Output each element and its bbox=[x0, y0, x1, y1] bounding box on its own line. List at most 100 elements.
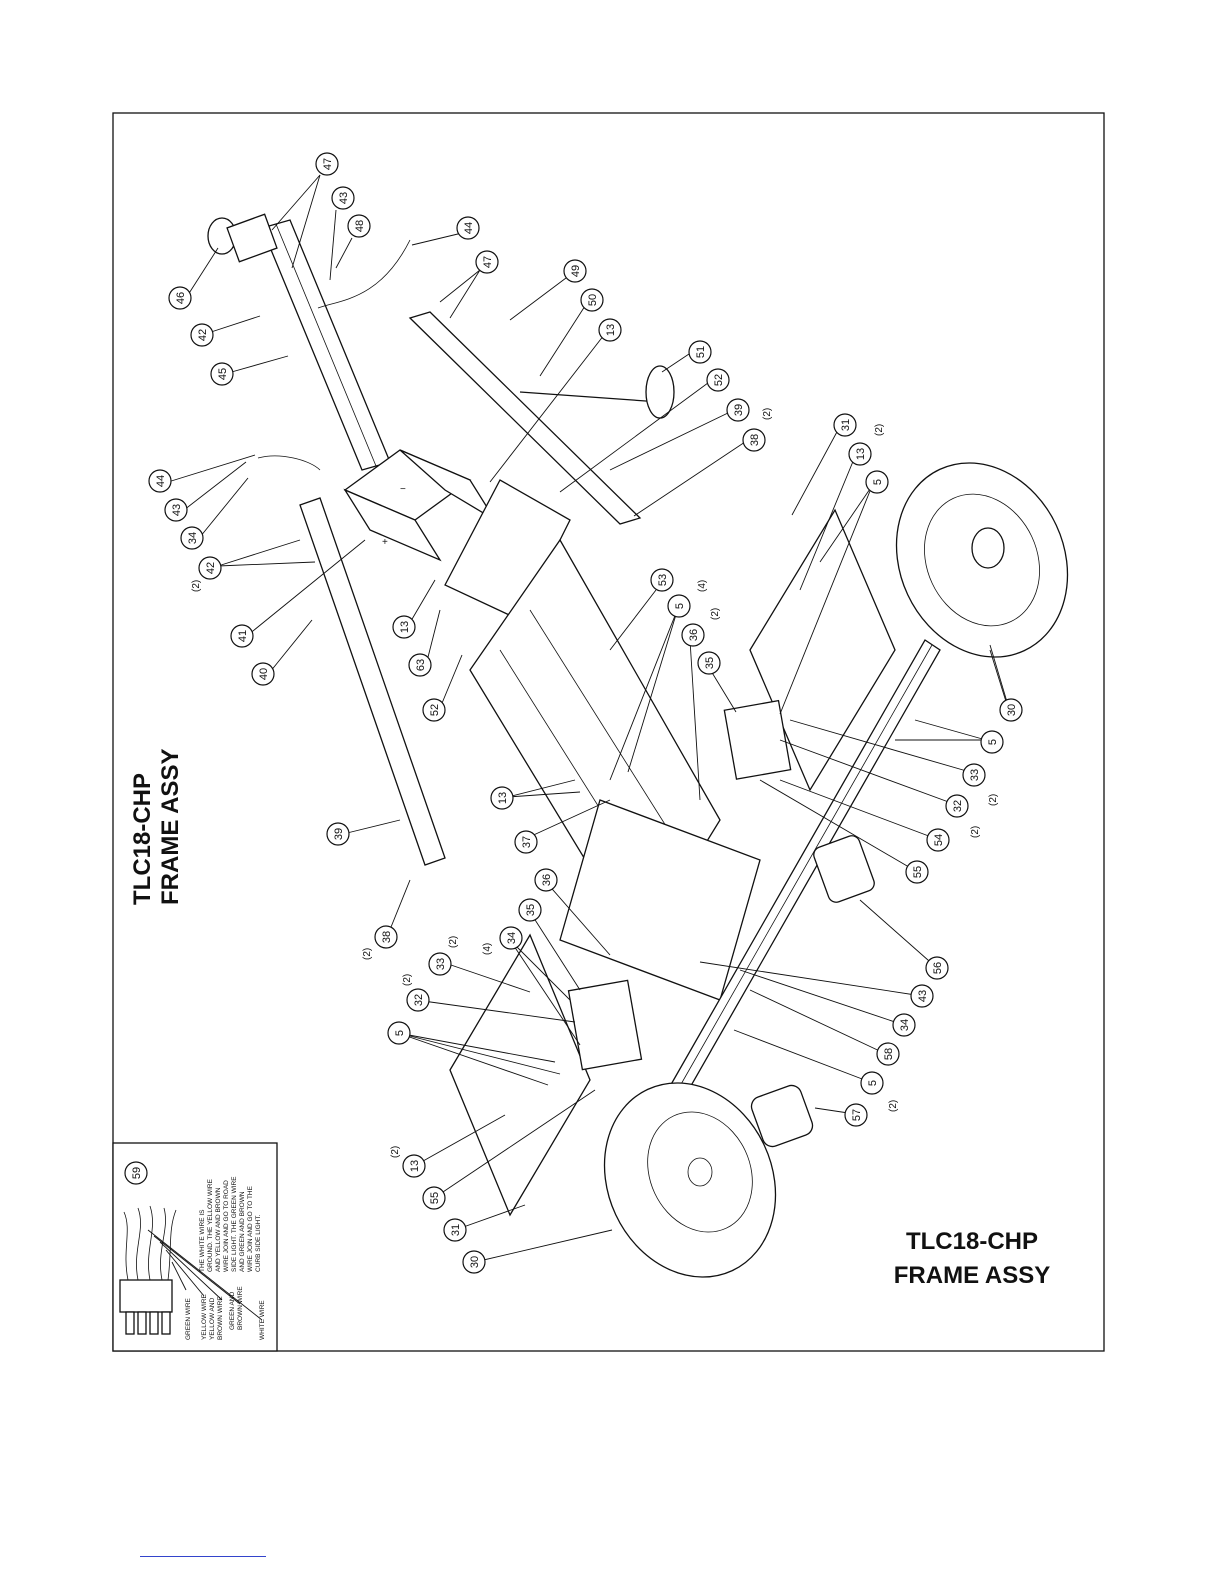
svg-text:53: 53 bbox=[657, 574, 669, 586]
svg-text:CURB SIDE LIGHT.: CURB SIDE LIGHT. bbox=[255, 1214, 262, 1272]
svg-text:52: 52 bbox=[713, 374, 725, 386]
qty-note: (2) bbox=[874, 424, 885, 436]
svg-text:38: 38 bbox=[749, 434, 761, 446]
wire-label-green-brown-2: BROWN WIRE bbox=[237, 1286, 244, 1330]
callout-57: 57 bbox=[844, 1103, 868, 1127]
leader-lines bbox=[167, 174, 1011, 1263]
callout-44: 44 bbox=[456, 216, 480, 240]
svg-text:47: 47 bbox=[482, 256, 494, 268]
title-name: FRAME ASSY bbox=[894, 1262, 1050, 1289]
svg-text:5: 5 bbox=[872, 479, 884, 485]
callout-43: 43 bbox=[164, 498, 188, 522]
svg-text:44: 44 bbox=[155, 475, 167, 487]
callout-47: 47 bbox=[315, 152, 339, 176]
svg-text:13: 13 bbox=[409, 1160, 421, 1172]
callout-35: 35 bbox=[518, 898, 542, 922]
callout-34: 34 bbox=[892, 1013, 916, 1037]
svg-text:56: 56 bbox=[932, 962, 944, 974]
callout-13: 13 bbox=[392, 615, 416, 639]
svg-text:13: 13 bbox=[497, 792, 509, 804]
callout-43: 43 bbox=[331, 186, 355, 210]
main-frame bbox=[469, 538, 761, 1001]
svg-text:49: 49 bbox=[570, 265, 582, 277]
callout-13: 13 bbox=[598, 318, 622, 342]
callout-35: 35 bbox=[697, 651, 721, 675]
svg-text:WIRE JOIN AND GO TO THE: WIRE JOIN AND GO TO THE bbox=[247, 1185, 254, 1272]
callout-32: 32 bbox=[945, 794, 969, 818]
svg-text:31: 31 bbox=[450, 1224, 462, 1236]
svg-text:GROUND. THE YELLOW WIRE: GROUND. THE YELLOW WIRE bbox=[207, 1178, 214, 1272]
callout-5: 5 bbox=[860, 1071, 884, 1095]
qty-note: (2) bbox=[710, 608, 721, 620]
battery-plus: + bbox=[382, 537, 388, 548]
qty-note: (2) bbox=[191, 580, 202, 592]
callout-54: 54 bbox=[926, 828, 950, 852]
svg-text:45: 45 bbox=[217, 368, 229, 380]
callout-50: 50 bbox=[580, 288, 604, 312]
svg-text:33: 33 bbox=[969, 769, 981, 781]
svg-text:58: 58 bbox=[883, 1048, 895, 1060]
callout-33: 33 bbox=[428, 952, 452, 976]
wire-label-white: WHITE WIRE bbox=[259, 1300, 266, 1340]
bracket-left bbox=[567, 979, 643, 1071]
callout-41: 41 bbox=[230, 624, 254, 648]
svg-text:AND GREEN AND BROWN: AND GREEN AND BROWN bbox=[239, 1191, 246, 1272]
callout-34: 34 bbox=[499, 926, 523, 950]
jack-stand bbox=[519, 365, 675, 419]
svg-text:39: 39 bbox=[733, 404, 745, 416]
wiring-note: THE WHITE WIRE IS GROUND. THE YELLOW WIR… bbox=[199, 1176, 262, 1272]
title-rotated-name: FRAME ASSY bbox=[157, 749, 184, 905]
drawing-border bbox=[112, 112, 1105, 1352]
svg-text:13: 13 bbox=[605, 324, 617, 336]
battery-box: − + bbox=[343, 449, 496, 562]
wire-label-yellow-brown-2: BROWN WIRE bbox=[217, 1296, 224, 1340]
callout-39: 39 bbox=[326, 822, 350, 846]
svg-text:32: 32 bbox=[413, 994, 425, 1006]
side-rail-right bbox=[408, 311, 642, 525]
callout-47: 47 bbox=[475, 250, 499, 274]
svg-text:35: 35 bbox=[704, 657, 716, 669]
callout-37: 37 bbox=[514, 830, 538, 854]
svg-text:5: 5 bbox=[867, 1080, 879, 1086]
qty-note: (2) bbox=[970, 826, 981, 838]
svg-text:47: 47 bbox=[322, 158, 334, 170]
callout-48: 48 bbox=[347, 214, 371, 238]
battery-minus: − bbox=[400, 484, 406, 495]
callout-39: 39 bbox=[726, 398, 750, 422]
svg-text:SIDE LIGHT. THE GREEN WIRE: SIDE LIGHT. THE GREEN WIRE bbox=[231, 1176, 238, 1272]
svg-text:38: 38 bbox=[381, 931, 393, 943]
svg-text:43: 43 bbox=[917, 990, 929, 1002]
safety-chain-lower bbox=[257, 455, 321, 471]
svg-text:55: 55 bbox=[912, 866, 924, 878]
side-rail-left bbox=[299, 497, 446, 866]
callout-63: 63 bbox=[408, 653, 432, 677]
deck-plate bbox=[559, 799, 761, 1001]
svg-text:THE WHITE WIRE IS: THE WHITE WIRE IS bbox=[199, 1209, 206, 1272]
callout-5: 5 bbox=[980, 730, 1004, 754]
svg-text:54: 54 bbox=[933, 834, 945, 846]
svg-text:59: 59 bbox=[131, 1167, 143, 1179]
qty-note: (2) bbox=[402, 974, 413, 986]
svg-text:33: 33 bbox=[435, 958, 447, 970]
battery-tray bbox=[444, 479, 571, 621]
svg-text:40: 40 bbox=[258, 668, 270, 680]
qty-note: (2) bbox=[448, 936, 459, 948]
svg-text:AND YELLOW AND BROWN: AND YELLOW AND BROWN bbox=[215, 1187, 222, 1272]
callout-52: 52 bbox=[422, 698, 446, 722]
callout-45: 45 bbox=[210, 362, 234, 386]
wire-label-yellow: YELLOW WIRE bbox=[201, 1293, 208, 1340]
wire-label-yellow-brown-1: YELLOW AND bbox=[209, 1297, 216, 1340]
callout-38: 38 bbox=[374, 925, 398, 949]
svg-text:44: 44 bbox=[463, 222, 475, 234]
callout-13: 13 bbox=[848, 442, 872, 466]
svg-text:5: 5 bbox=[674, 603, 686, 609]
callout-32: 32 bbox=[406, 988, 430, 1012]
callout-58: 58 bbox=[876, 1042, 900, 1066]
callout-40: 40 bbox=[251, 662, 275, 686]
svg-text:51: 51 bbox=[695, 346, 707, 358]
callout-30: 30 bbox=[999, 698, 1023, 722]
svg-text:43: 43 bbox=[171, 504, 183, 516]
wire-label-green-brown-1: GREEN AND bbox=[229, 1291, 236, 1330]
tail-light-right bbox=[813, 835, 875, 903]
callout-42: 42 bbox=[190, 323, 214, 347]
